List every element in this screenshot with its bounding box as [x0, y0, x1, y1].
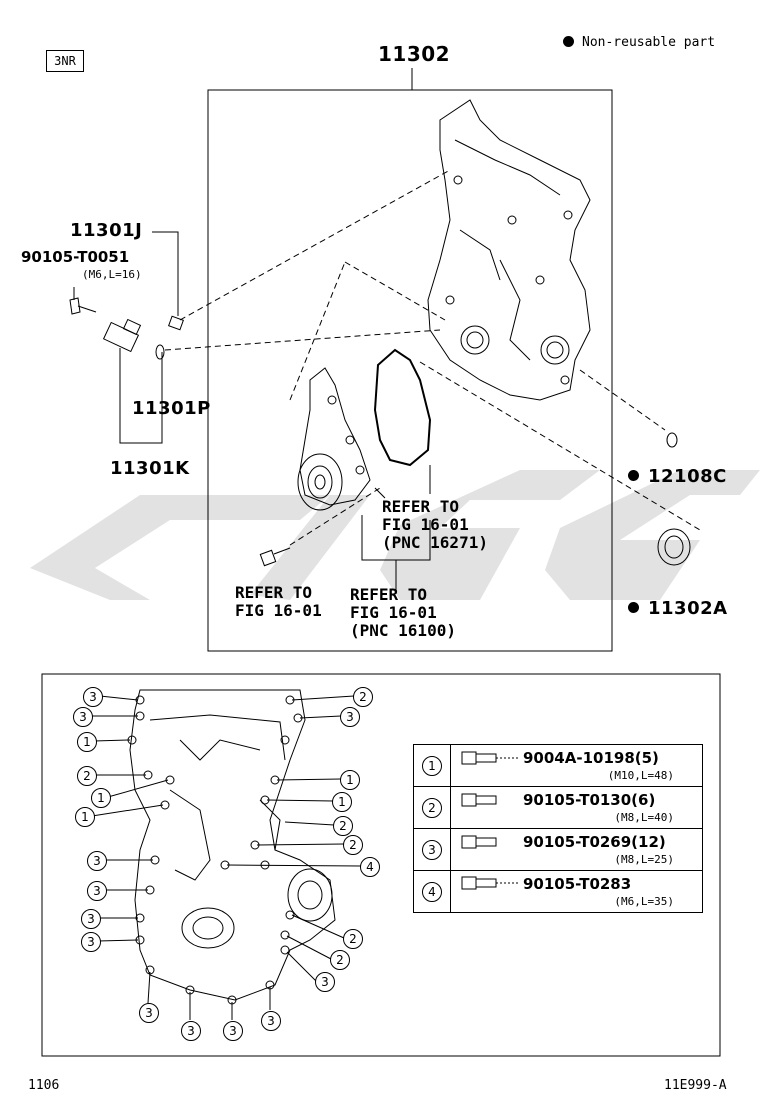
- watermark-logo: [30, 470, 760, 600]
- dashed-leader-lines: [164, 169, 701, 546]
- bolt-callout-badge: 3: [87, 851, 107, 871]
- callout-leader-lines: [90, 695, 362, 1020]
- bolt-callout-badge: 2: [343, 835, 363, 855]
- bolt-callout-badge: 3: [81, 909, 101, 929]
- bolt-callout-badge: 4: [360, 857, 380, 877]
- solid-leader-lines: [73, 231, 431, 590]
- timing-chain-cover-illustration: [427, 99, 591, 401]
- bolt-callout-badge: 3: [81, 932, 101, 952]
- bolt-number-badge: 4: [422, 882, 442, 902]
- page-number: 1106: [28, 1078, 60, 1093]
- bolt-callout-badge: 1: [340, 770, 360, 790]
- bolt-part-number[interactable]: 90105-T0130(6): [523, 791, 656, 809]
- bolt-callout-badge: 3: [340, 707, 360, 727]
- bolt-part-number[interactable]: 90105-T0283: [523, 875, 632, 893]
- bolt-callout-badge: 2: [333, 816, 353, 836]
- bolt-callout-badge: 1: [91, 788, 111, 808]
- bolt-spec: (M8,L=40): [614, 811, 674, 824]
- bolt-callout-badge: 1: [332, 792, 352, 812]
- bolt-number-badge: 3: [422, 840, 442, 860]
- non-reusable-legend: Non-reusable part: [563, 35, 715, 50]
- refer-note-gasket[interactable]: REFER TO FIG 16-01 (PNC 16271): [382, 497, 488, 552]
- bolt-callout-badge: 3: [261, 1011, 281, 1031]
- bolt-callout-badge: 2: [353, 687, 373, 707]
- bolt-number-badge: 1: [422, 756, 442, 776]
- bolt-callout-badge: 3: [87, 881, 107, 901]
- bolt-callout-badge: 1: [77, 732, 97, 752]
- pnc-90105-T0051[interactable]: 90105-T0051: [21, 248, 130, 266]
- bolt-callout-badge: 1: [75, 807, 95, 827]
- table-row: 4 90105-T0283 (M6,L=35): [413, 870, 703, 913]
- bolt-spec: (M6,L=35): [614, 895, 674, 908]
- figure-code: 11E999-A: [664, 1078, 727, 1093]
- pnc-11302[interactable]: 11302: [378, 42, 451, 66]
- spec-90105-T0051: (M6,L=16): [82, 268, 142, 281]
- pnc-11301P[interactable]: 11301P: [132, 398, 211, 419]
- bolt-callout-badge: 3: [73, 707, 93, 727]
- table-row: 3 90105-T0269(12) (M8,L=25): [413, 828, 703, 871]
- bolt-callout-badge: 3: [83, 687, 103, 707]
- pnc-11301K[interactable]: 11301K: [110, 458, 190, 479]
- bolt-number-badge: 2: [422, 798, 442, 818]
- filled-dot-icon: [563, 36, 574, 47]
- gasket-illustration: [373, 348, 432, 467]
- bolt-callout-badge: 2: [330, 950, 350, 970]
- bolt-callout-badge: 3: [139, 1003, 159, 1023]
- refer-note-water-pump[interactable]: REFER TO FIG 16-01 (PNC 16100): [350, 585, 456, 640]
- bolt-callout-badge: 3: [315, 972, 335, 992]
- legend-note-text: Non-reusable part: [582, 35, 716, 50]
- cover-bolt-location-illustration: [127, 689, 336, 1005]
- refer-note-bolt[interactable]: REFER TO FIG 16-01: [235, 583, 322, 620]
- bolt-callout-badge: 2: [343, 929, 363, 949]
- engine-code-tag: 3NR: [46, 50, 84, 72]
- pnc-12108C[interactable]: 12108C: [648, 466, 727, 487]
- bolt-callout-badge: 3: [181, 1021, 201, 1041]
- table-row: 1 9004A-10198(5) (M10,L=48): [413, 744, 703, 787]
- non-reusable-dot-icon: [628, 602, 639, 613]
- non-reusable-dot-icon: [628, 470, 639, 481]
- oil-seal-illustration: [657, 432, 691, 566]
- water-pump-illustration: [297, 367, 371, 511]
- main-assembly-frame: [207, 89, 613, 652]
- bolt-illustration: [259, 547, 291, 567]
- bolt-callout-badge: 2: [77, 766, 97, 786]
- pnc-11301J[interactable]: 11301J: [70, 220, 143, 241]
- bolt-spec: (M10,L=48): [607, 769, 674, 782]
- bolt-location-frame: [41, 673, 721, 1057]
- pnc-11302A[interactable]: 11302A: [648, 598, 728, 619]
- bolt-spec: (M8,L=25): [614, 853, 674, 866]
- bolt-callout-badge: 3: [223, 1021, 243, 1041]
- bolt-part-number[interactable]: 90105-T0269(12): [523, 833, 666, 851]
- table-row: 2 90105-T0130(6) (M8,L=40): [413, 786, 703, 829]
- bolt-spec-table: 1 9004A-10198(5) (M10,L=48) 2 90105-T0130…: [413, 744, 703, 913]
- bolt-part-number[interactable]: 9004A-10198(5): [523, 749, 659, 767]
- sensor-parts-illustration: [69, 297, 184, 360]
